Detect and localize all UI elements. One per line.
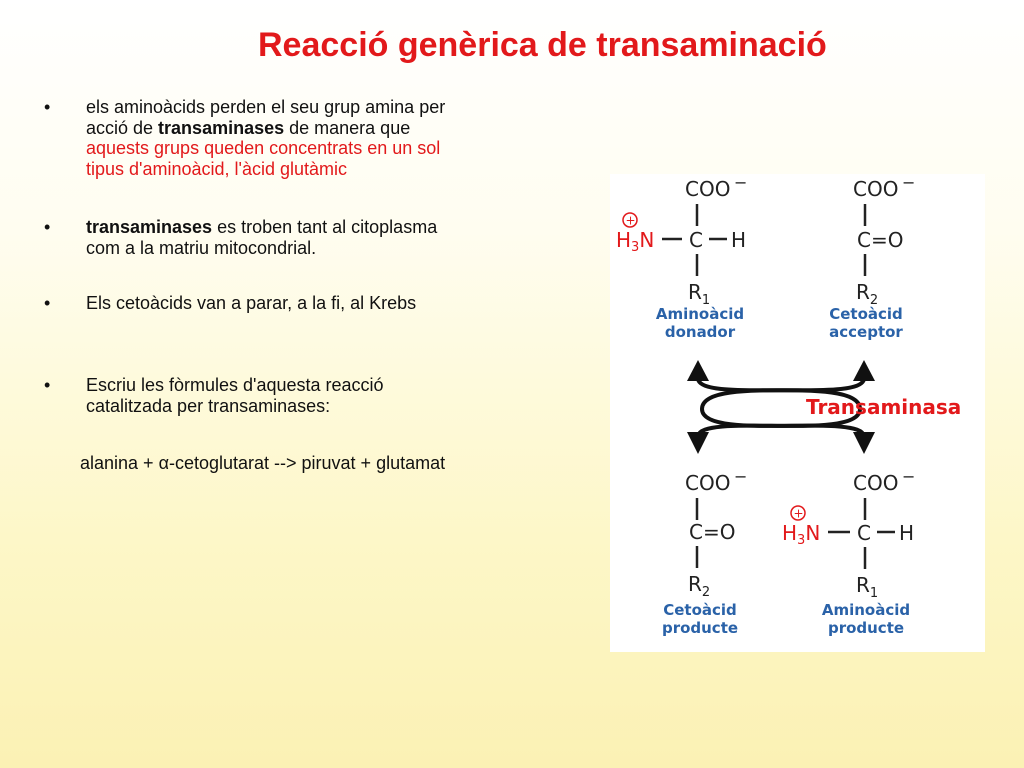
svg-text:C: C bbox=[689, 228, 703, 252]
molecule-keto-acid-acceptor: COO − C=O R2 Cetoàcid acceptor bbox=[829, 174, 915, 341]
svg-text:COO: COO bbox=[853, 471, 898, 495]
bullet-marker: • bbox=[44, 217, 51, 237]
svg-text:R2: R2 bbox=[688, 572, 710, 600]
enzyme-label: Transaminasa bbox=[806, 395, 961, 419]
svg-text:donador: donador bbox=[665, 323, 736, 341]
arrow-head-down-left bbox=[687, 432, 709, 454]
svg-text:COO: COO bbox=[853, 177, 898, 201]
svg-text:R1: R1 bbox=[688, 280, 710, 308]
bullet-1-line-3: aquests grups queden concentrats en un s… bbox=[86, 138, 441, 158]
svg-text:H3N: H3N bbox=[782, 521, 820, 548]
molecule-keto-acid-product: COO − C=O R2 Cetoàcid producte bbox=[662, 467, 747, 637]
crossing-arrows bbox=[696, 377, 866, 438]
svg-text:+: + bbox=[794, 507, 804, 521]
svg-text:COO: COO bbox=[685, 177, 730, 201]
svg-text:COO: COO bbox=[685, 471, 730, 495]
svg-text:Cetoàcid: Cetoàcid bbox=[829, 305, 903, 323]
slide-title: Reacció genèrica de transaminació bbox=[258, 26, 827, 64]
svg-text:+: + bbox=[626, 214, 636, 228]
molecule-amino-acid-donor: COO − + H3N C H R1 Aminoàcid donador bbox=[616, 174, 747, 341]
svg-text:R1: R1 bbox=[856, 573, 878, 601]
bullet-4-line-2: catalitzada per transaminases: bbox=[86, 395, 331, 416]
svg-text:H: H bbox=[731, 228, 746, 252]
bullet-marker: • bbox=[44, 293, 51, 313]
bullet-4-line-1: Escriu les fòrmules d'aquesta reacció bbox=[86, 375, 384, 395]
bullet-1-line-2: acció de transaminases de manera que bbox=[86, 117, 411, 138]
svg-text:−: − bbox=[734, 174, 747, 192]
bullet-marker: • bbox=[44, 97, 51, 117]
transamination-diagram: COO − + H3N C H R1 Aminoàcid donador COO… bbox=[610, 174, 985, 652]
svg-text:C=O: C=O bbox=[857, 228, 903, 252]
arrow-head-up-left bbox=[687, 360, 709, 381]
svg-text:−: − bbox=[902, 174, 915, 192]
svg-text:C: C bbox=[857, 521, 871, 545]
svg-text:H3N: H3N bbox=[616, 228, 654, 255]
svg-text:acceptor: acceptor bbox=[829, 323, 903, 341]
arrow-head-up-right bbox=[853, 360, 875, 381]
bullet-2-line-2: com a la matriu mitocondrial. bbox=[86, 237, 317, 258]
svg-text:producte: producte bbox=[828, 619, 904, 637]
bullet-1-line-4: tipus d'aminoàcid, l'àcid glutàmic bbox=[86, 158, 347, 179]
svg-text:Aminoàcid: Aminoàcid bbox=[822, 601, 910, 619]
bullet-1-line-1: els aminoàcids perden el seu grup amina … bbox=[86, 97, 446, 117]
svg-text:−: − bbox=[734, 467, 747, 486]
svg-text:H: H bbox=[899, 521, 914, 545]
svg-text:−: − bbox=[902, 467, 915, 486]
bullet-marker: • bbox=[44, 375, 51, 395]
bullet-2-line-1: transaminases es troben tant al citoplas… bbox=[86, 217, 438, 237]
svg-text:Cetoàcid: Cetoàcid bbox=[663, 601, 737, 619]
svg-text:R2: R2 bbox=[856, 280, 878, 308]
bullet-3-line-1: Els cetoàcids van a parar, a la fi, al K… bbox=[86, 293, 417, 313]
svg-text:Aminoàcid: Aminoàcid bbox=[656, 305, 744, 323]
reaction-equation: alanina + α-cetoglutarat --> piruvat + g… bbox=[80, 453, 446, 473]
arrow-head-down-right bbox=[853, 432, 875, 454]
molecule-amino-acid-product: COO − + H3N C H R1 Aminoàcid producte bbox=[782, 467, 915, 637]
svg-text:C=O: C=O bbox=[689, 520, 735, 544]
svg-text:producte: producte bbox=[662, 619, 738, 637]
